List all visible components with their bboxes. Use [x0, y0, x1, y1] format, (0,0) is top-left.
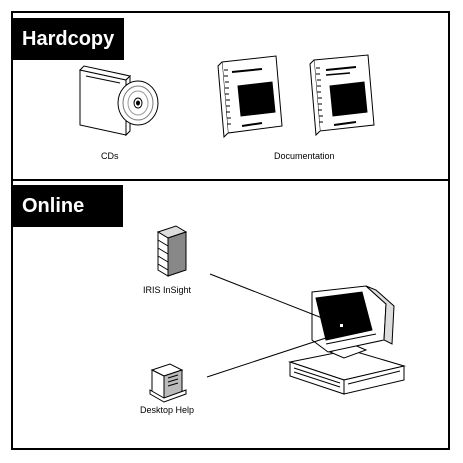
iris-insight-label: IRIS InSight [143, 285, 192, 295]
cd-disc-icon [117, 80, 159, 126]
diagram-frame [11, 11, 450, 450]
desktop-help-label: Desktop Help [140, 405, 195, 415]
manual-icon [217, 55, 283, 139]
manual-icon [309, 54, 375, 137]
documentation-label: Documentation [274, 151, 335, 161]
cds-label: CDs [101, 151, 119, 161]
help-viewer-icon [149, 363, 187, 403]
hardcopy-header: Hardcopy [11, 18, 124, 60]
connector-iris [209, 273, 341, 326]
online-header: Online [11, 185, 123, 227]
section-divider [11, 179, 450, 181]
server-icon [156, 225, 188, 277]
workstation-icon [288, 285, 406, 395]
connector-help [206, 335, 333, 378]
